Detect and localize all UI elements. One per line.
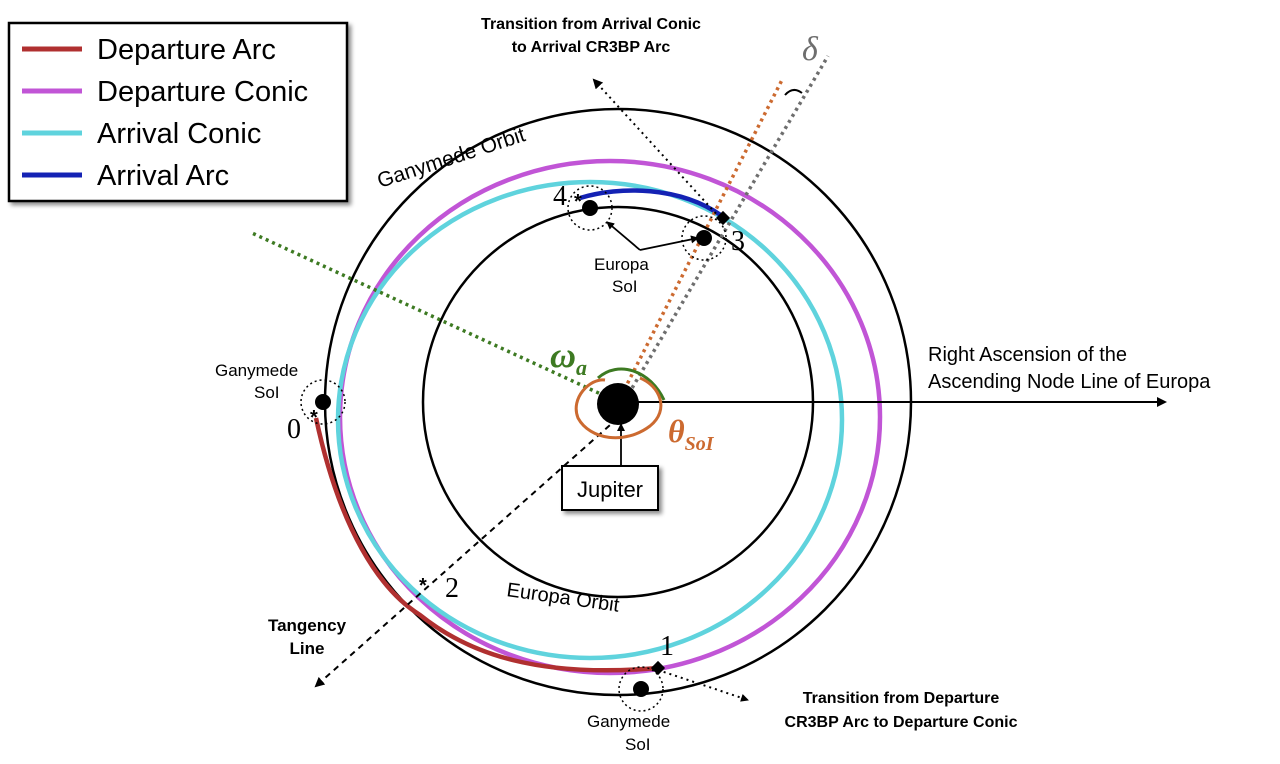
- europa-dot-3: [696, 230, 712, 246]
- europa-orbit-label: Europa Orbit: [505, 579, 621, 617]
- ganymede-soi-left-label-2: SoI: [254, 383, 280, 402]
- omega-subscript: a: [576, 355, 587, 380]
- omega-symbol: ωa: [550, 335, 587, 380]
- transition-arrival-arrow: [592, 78, 721, 219]
- star-marker-0: *: [310, 407, 318, 429]
- legend-label: Arrival Arc: [97, 160, 229, 192]
- europa-soi-arrow-right: [639, 235, 699, 251]
- point-label-0: 0: [287, 414, 301, 445]
- transition-departure-arrow: [657, 669, 749, 702]
- ganymede-soi-circle-bottom: [618, 666, 664, 712]
- europa-soi-circle-3: [681, 215, 727, 261]
- theta-main: θ: [668, 413, 685, 449]
- point-label-3: 3: [731, 226, 745, 257]
- ganymede-soi-left-label-1: Ganymede: [215, 361, 298, 380]
- legend-box: [7, 21, 349, 203]
- transition-arrival-label-2: to Arrival CR3BP Arc: [512, 39, 671, 56]
- omega-arc: [596, 367, 666, 401]
- theta-arc: [574, 376, 663, 440]
- point-label-4: 4: [553, 181, 567, 212]
- ganymede-dot-bottom: [633, 681, 649, 697]
- legend-label: Arrival Conic: [97, 118, 261, 150]
- ganymede-soi-bottom-label-1: Ganymede: [587, 712, 670, 731]
- tangency-label-2: Line: [290, 639, 325, 658]
- europa-soi-label-2: SoI: [612, 277, 638, 296]
- europa-soi-label-1: Europa: [594, 255, 649, 274]
- jupiter-body: [597, 383, 639, 425]
- star-marker-4: *: [574, 191, 582, 213]
- europa-dot-4: [582, 200, 598, 216]
- transition-departure-label-2: CR3BP Arc to Departure Conic: [785, 714, 1018, 731]
- legend-label: Departure Conic: [97, 76, 308, 108]
- star-marker-2: *: [419, 575, 427, 597]
- legend-label: Departure Arc: [97, 34, 276, 66]
- transition-arrival-label-1: Transition from Arrival Conic: [481, 16, 701, 33]
- ra-label-1: Right Ascension of the: [928, 344, 1127, 366]
- tangency-label-1: Tangency: [268, 616, 347, 635]
- point-label-1: 1: [660, 631, 674, 662]
- omega-line: [251, 231, 619, 404]
- diamond-marker-1: [650, 660, 666, 676]
- ra-label-2: Ascending Node Line of Europa: [928, 371, 1211, 393]
- theta-subscript: SoI: [685, 433, 715, 455]
- europa-soi-circle-4: [567, 185, 613, 231]
- omega-main: ω: [550, 335, 576, 375]
- point-label-2: 2: [445, 573, 459, 604]
- delta-line: [623, 55, 830, 401]
- jupiter-label-box: [561, 465, 659, 511]
- arrival-arc: [579, 188, 724, 218]
- theta-line: [616, 77, 785, 403]
- diamond-marker-3: [715, 210, 731, 226]
- europa-soi-arrow-left: [606, 221, 641, 251]
- jupiter-label: Jupiter: [577, 477, 643, 502]
- arrival-conic: [335, 179, 845, 661]
- transition-departure-label-1: Transition from Departure: [803, 690, 1000, 707]
- delta-symbol: δ: [802, 31, 819, 68]
- ganymede-soi-bottom-label-2: SoI: [625, 735, 651, 754]
- ganymede-dot-left: [315, 394, 331, 410]
- departure-arc: [313, 417, 659, 673]
- theta-symbol: θSoI: [668, 413, 715, 455]
- tangency-line: [314, 417, 619, 688]
- ganymede-soi-circle-left: [300, 379, 346, 425]
- delta-arc: [784, 89, 803, 96]
